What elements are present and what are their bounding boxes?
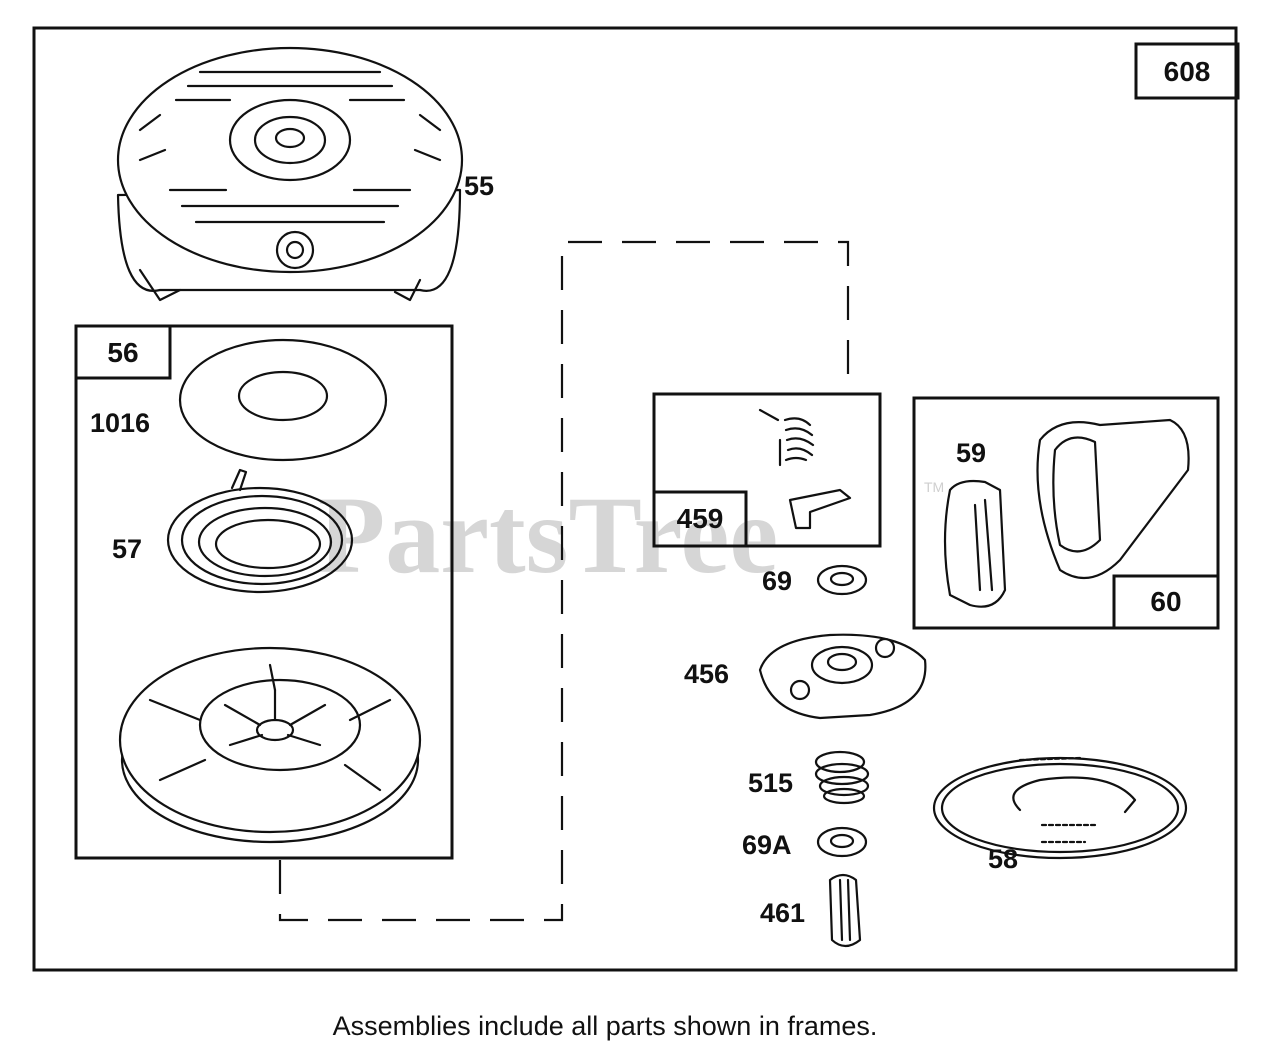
frame-60 [912, 396, 1220, 630]
part-label-58: 58 [988, 844, 1018, 874]
pin-461-part [828, 873, 862, 948]
part-label-69: 69 [762, 566, 792, 596]
part-label-1016: 1016 [90, 408, 150, 438]
part-label-57: 57 [112, 534, 142, 564]
part-label-55: 55 [464, 171, 494, 201]
handle-insert-59-part [943, 479, 1007, 608]
assembly-number: 608 [1164, 56, 1211, 87]
watermark-tm: TM [924, 479, 944, 495]
frame-56-label: 56 [107, 337, 138, 368]
frame-56-label-box [74, 324, 172, 380]
part-label-69a: 69A [742, 830, 792, 860]
assembly-number-box [1134, 42, 1240, 100]
part-label-59: 59 [956, 438, 986, 468]
starter-handle-60-part [1036, 418, 1190, 580]
rope-58-part [932, 756, 1188, 860]
spring-515-part [814, 750, 870, 805]
frame-459 [652, 392, 882, 548]
starter-housing-part [116, 46, 464, 302]
pulley-part [118, 646, 422, 844]
part-label-456: 456 [684, 659, 729, 689]
washer-69-part [816, 564, 868, 596]
caption: Assemblies include all parts shown in fr… [333, 1011, 878, 1041]
pawl-spring-part [758, 408, 852, 530]
spring-57-part [166, 468, 354, 594]
assembly-connector-line [278, 240, 850, 922]
cam-456-part [758, 633, 927, 720]
washer-1016-part [178, 338, 388, 462]
part-label-461: 461 [760, 898, 805, 928]
frame-60-label-box [1112, 574, 1220, 630]
outer-frame [32, 26, 1238, 972]
part-label-515: 515 [748, 768, 793, 798]
frame-56 [74, 324, 454, 860]
watermark-text: PartsTree [318, 474, 778, 596]
washer-69a-part [816, 826, 868, 858]
frame-459-label-box [652, 490, 748, 548]
frame-60-label: 60 [1150, 586, 1181, 617]
frame-459-label: 459 [677, 503, 724, 534]
